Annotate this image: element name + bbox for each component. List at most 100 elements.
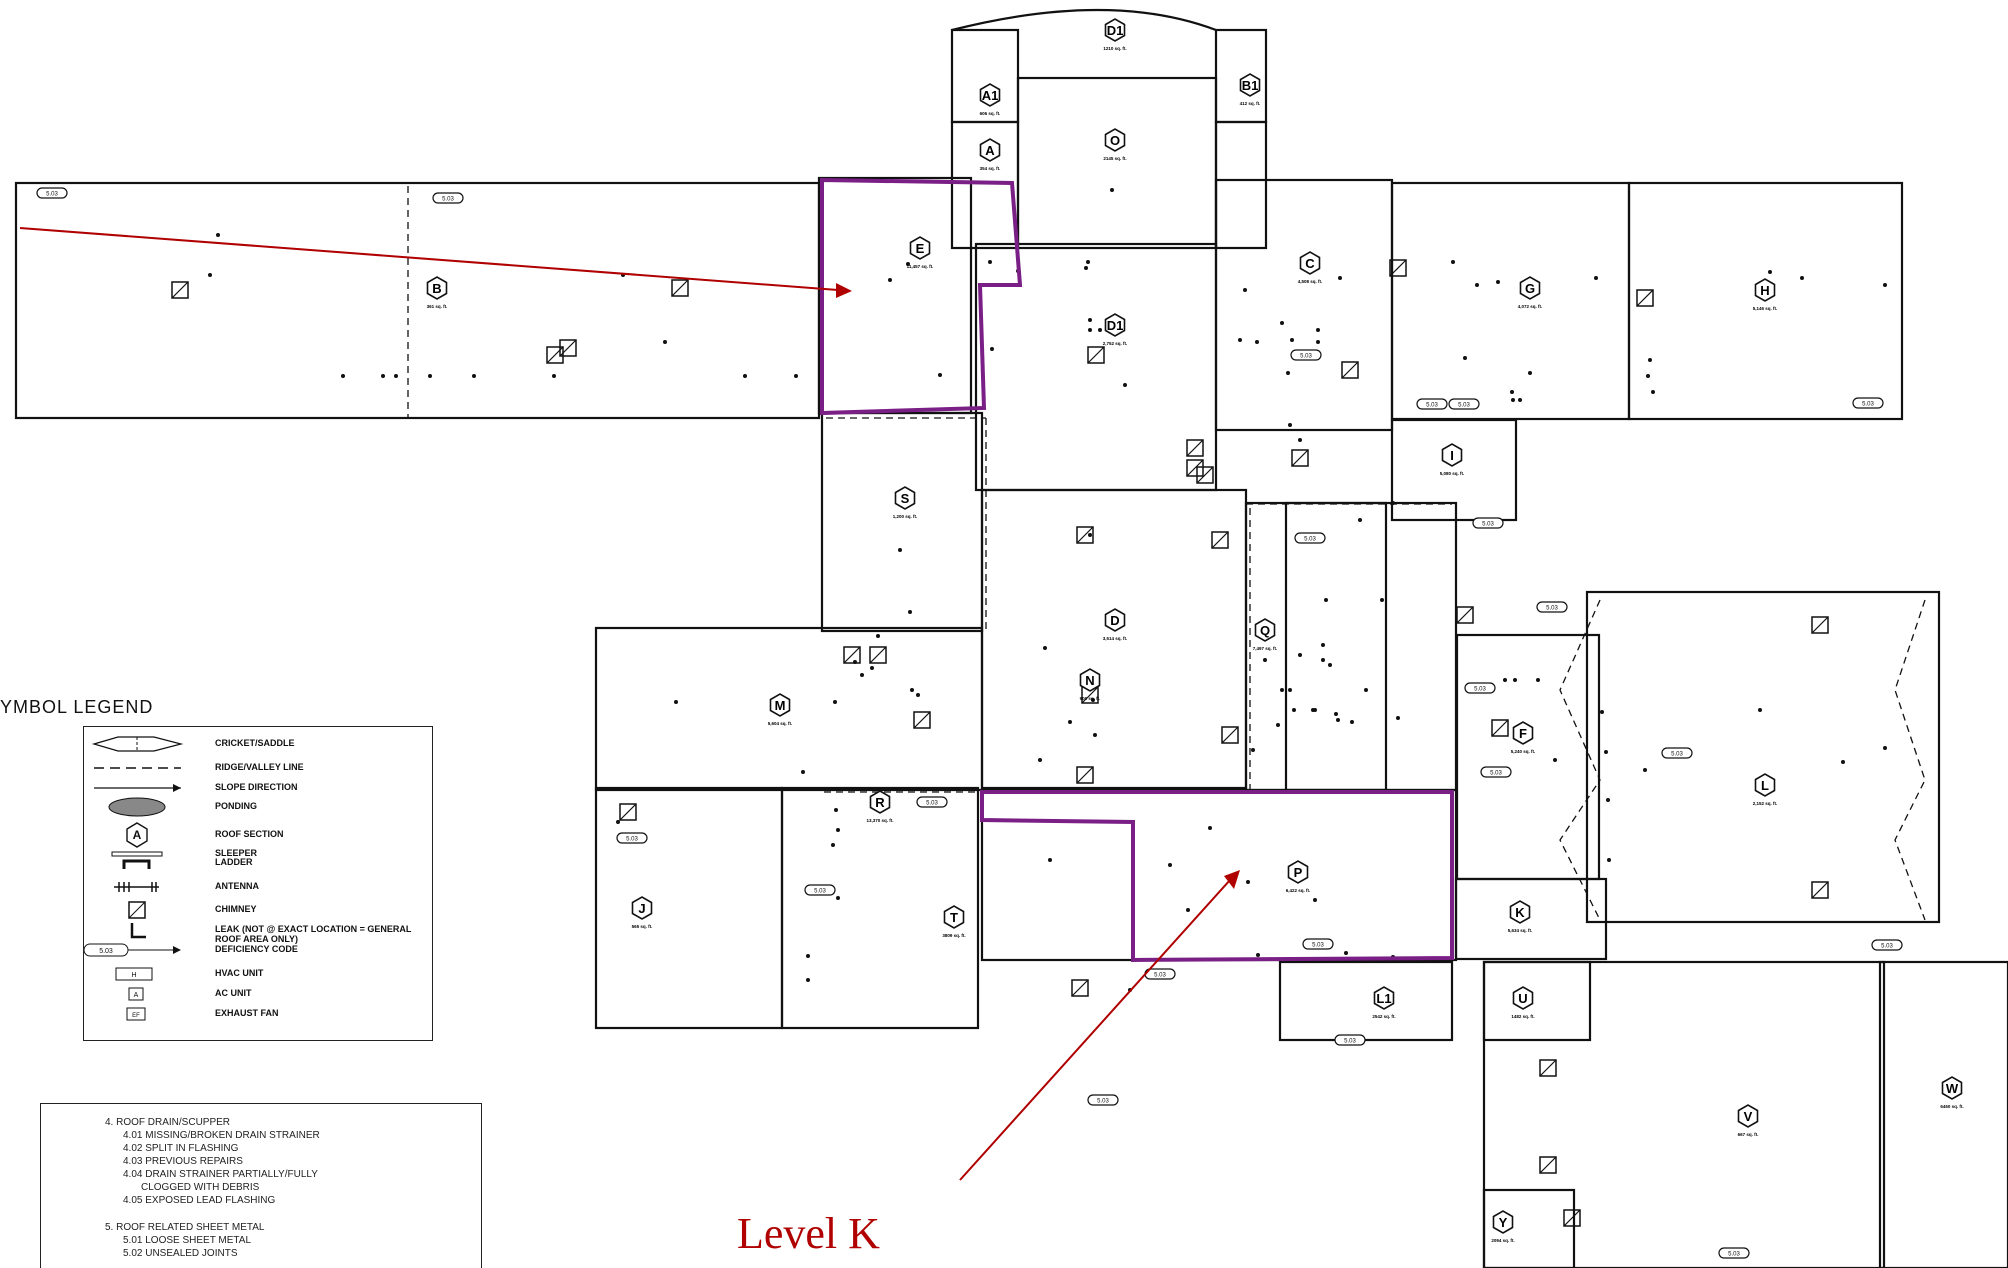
chimney-icon — [1221, 726, 1239, 744]
chimney-icon — [1186, 459, 1204, 477]
roof-penetration-dot — [1451, 260, 1455, 264]
cricket-saddle-icon — [91, 736, 184, 752]
deficiency-code-text: 5.03 — [1728, 1252, 1740, 1258]
chimney-icon — [1186, 439, 1204, 457]
roof-penetration-dot — [1528, 371, 1532, 375]
roof-section-outline — [1284, 501, 1458, 792]
chimney-icon — [128, 901, 146, 919]
deficiency-code-text: 5.03 — [1458, 403, 1470, 409]
callout-arrows — [19, 227, 1240, 1181]
deficiency-code-tag — [1536, 601, 1568, 613]
deficiency-code-tag — [1290, 349, 1322, 361]
roof-section-outline — [980, 788, 1458, 962]
roof-section-icon — [1512, 721, 1534, 745]
roof-section-label: J — [638, 901, 645, 916]
roof-penetration-dot — [806, 978, 810, 982]
roof-penetration-dot — [910, 688, 914, 692]
deficiency-code-text: 5.03 — [442, 197, 454, 203]
legend-label: ROOF SECTION — [215, 829, 284, 839]
roof-section-label: U — [1518, 991, 1527, 1006]
roof-section-label: K — [1515, 905, 1525, 920]
roof-penetration-dot — [1276, 723, 1280, 727]
roof-penetration-dot — [1256, 953, 1260, 957]
roof-penetration-dot — [1251, 748, 1255, 752]
roof-penetration-dot — [1648, 358, 1652, 362]
chimney-icon — [1491, 719, 1509, 737]
chimney-icon — [1491, 719, 1509, 737]
roof-section-outline — [974, 242, 1218, 492]
roof-section-outline — [950, 28, 1020, 124]
roof-penetration-dot — [1338, 276, 1342, 280]
callout-arrow-line — [959, 879, 1231, 1181]
chimney-icon — [1636, 289, 1654, 307]
roof-section-icon — [1254, 618, 1276, 642]
chimney-icon — [1811, 881, 1829, 899]
roof-section-outline — [1390, 418, 1518, 522]
legend-title: YMBOL LEGEND — [0, 697, 154, 717]
roof-penetration-dot — [1038, 758, 1042, 762]
roof-section-area: 5,634 sq. ft. — [1508, 928, 1533, 933]
roof-section-label: L1 — [1376, 991, 1391, 1006]
deficiency-code-icon — [173, 946, 181, 954]
roof-penetration-dot — [1396, 716, 1400, 720]
roof-penetration-dot — [1292, 708, 1296, 712]
roof-section-area: 6,422 sq. ft. — [1286, 888, 1311, 893]
ac-unit-icon: A — [134, 992, 139, 999]
sleeper-icon — [111, 851, 163, 857]
roof-penetration-dot — [1536, 678, 1540, 682]
deficiency-code-tag — [1472, 517, 1504, 529]
chimney-icon — [1076, 766, 1094, 784]
deficiency-code-text: 5.03 — [1154, 973, 1166, 979]
chimney-icon — [171, 281, 189, 299]
legend-label: SLOPE DIRECTION — [215, 782, 298, 792]
roof-penetration-dot — [1084, 266, 1088, 270]
roof-penetration-dot — [1088, 328, 1092, 332]
roof-penetration-dot — [1093, 733, 1097, 737]
deficiency-code-tag — [1718, 1247, 1750, 1259]
roof-penetration-dot — [743, 374, 747, 378]
roof-penetration-dot — [394, 374, 398, 378]
chimney-icon — [1811, 616, 1829, 634]
roof-section-label: V — [1744, 1109, 1753, 1124]
legend-label: HVAC UNIT — [215, 968, 264, 978]
deficiency-code-line: 4.03 PREVIOUS REPAIRS — [123, 1156, 243, 1167]
roof-section-icon — [1509, 900, 1531, 924]
roof-section-outline — [1214, 178, 1394, 432]
roof-penetration-dot — [1391, 501, 1395, 505]
chimney-icon — [1186, 459, 1204, 477]
chimney-icon — [1211, 531, 1229, 549]
roof-penetration-dot — [870, 666, 874, 670]
roof-section-label: R — [875, 795, 885, 810]
roof-section-icon — [1104, 608, 1126, 632]
roof-penetration-dot — [1098, 328, 1102, 332]
roof-section-label: S — [901, 491, 910, 506]
deficiency-code-line: CLOGGED WITH DEBRIS — [141, 1182, 260, 1193]
roof-section-label: L — [1761, 778, 1769, 793]
roof-section-area: 2145 sq. ft. — [1103, 156, 1126, 161]
roof-section-outline — [1482, 1188, 1576, 1268]
roof-section-outline — [1278, 960, 1454, 1042]
deficiency-code-text: 5.03 — [926, 801, 938, 807]
chimney-icon — [1196, 466, 1214, 484]
roof-penetration-dot — [1086, 260, 1090, 264]
chimney-icon — [1456, 606, 1474, 624]
roof-section-label: B — [432, 281, 441, 296]
roof-penetration-dot — [1286, 371, 1290, 375]
exhaust-fan-icon: EF — [132, 1013, 140, 1019]
deficiency-code-tag — [616, 832, 648, 844]
roof-section-icon — [1104, 128, 1126, 152]
roof-penetration-dot — [1553, 758, 1557, 762]
chimney-icon — [1456, 606, 1474, 624]
roof-section-area: 412 sq. ft. — [1240, 101, 1261, 106]
roof-section-outline — [1878, 960, 2008, 1268]
deficiency-code-line: 4.04 DRAIN STRAINER PARTIALLY/FULLY — [123, 1169, 318, 1180]
hvac-unit-icon: H — [131, 972, 136, 979]
chimney-icon — [1081, 686, 1099, 704]
roof-penetration-dot — [1280, 688, 1284, 692]
chimney-icon — [1539, 1156, 1557, 1174]
roof-penetration-dot — [1280, 321, 1284, 325]
